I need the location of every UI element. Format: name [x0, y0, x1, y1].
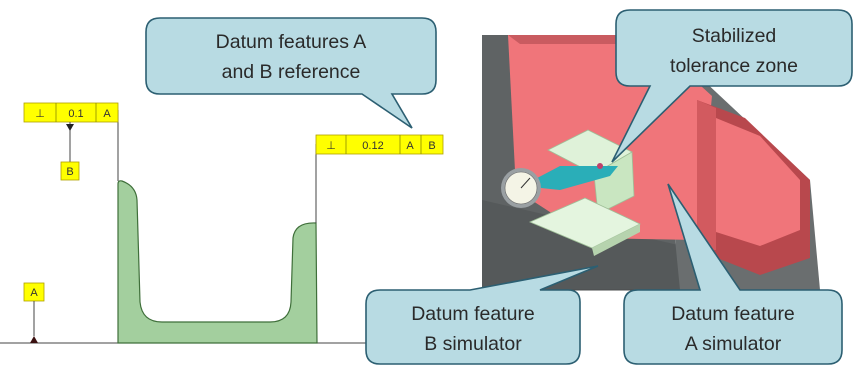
feature-control-frame-left: ⊥ 0.1 A — [23, 102, 119, 123]
feature-control-frame-right: ⊥ 0.12 A B — [315, 134, 444, 155]
channel-part — [117, 180, 318, 344]
callout-simulator-b-line1: Datum feature — [411, 303, 535, 325]
datum-b-letter: B — [66, 166, 73, 178]
callout-datum-reference-line1: Datum features A — [216, 31, 367, 53]
callout-stabilized-line1: Stabilized — [692, 25, 777, 47]
fcf-right-tolerance: 0.12 — [362, 140, 383, 152]
callout-simulator-b-line2: B simulator — [424, 333, 522, 355]
fcf-right-datum-2: B — [428, 140, 435, 152]
callout-simulator-b: Datum feature B simulator — [365, 265, 599, 365]
callout-stabilized-line2: tolerance zone — [670, 55, 798, 77]
callout-stabilized-zone: Stabilized tolerance zone — [611, 9, 853, 163]
callout-simulator-a-line2: A simulator — [685, 333, 782, 355]
callout-simulator-a-line1: Datum feature — [671, 303, 795, 325]
callout-simulator-a: Datum feature A simulator — [623, 183, 843, 365]
fcf-right-datum-1: A — [406, 140, 414, 152]
callout-datum-reference: Datum features A and B reference — [145, 17, 437, 129]
callout-datum-reference-line2: and B reference — [222, 61, 361, 83]
fcf-left-datum: A — [103, 108, 111, 120]
fcf-left-tolerance: 0.1 — [68, 108, 83, 120]
inspected-part — [528, 129, 641, 256]
perpendicularity-symbol: ⊥ — [326, 140, 336, 152]
perpendicularity-symbol: ⊥ — [35, 108, 45, 120]
technical-drawing: ⊥ 0.1 A B A ⊥ 0.12 A B — [0, 102, 444, 344]
datum-b-identifier: B — [60, 122, 80, 181]
datum-a-identifier: A — [23, 282, 45, 343]
dial-indicator — [501, 163, 618, 208]
datum-a-letter: A — [30, 287, 38, 299]
